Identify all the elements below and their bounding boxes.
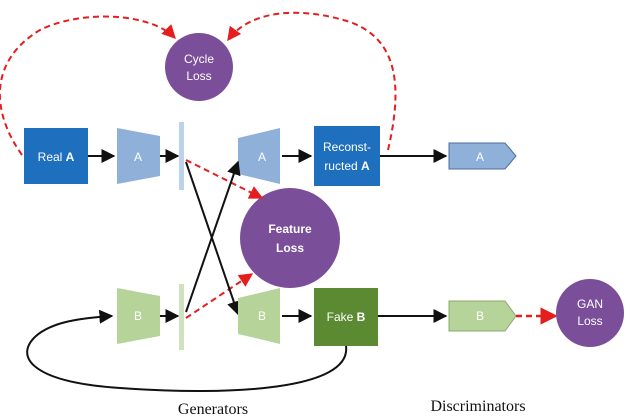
gan-loss-node: GAN Loss	[556, 279, 624, 347]
generator-a-encoder-label: A	[134, 150, 142, 164]
real-a-box: Real A	[24, 128, 88, 184]
real-a-label: Real A	[38, 150, 75, 164]
generator-a-decoder: A	[238, 128, 280, 184]
fake-b-label: Fake B	[327, 310, 366, 324]
generator-b-decoder-label: B	[258, 309, 266, 323]
cycle-loss-node: Cycle Loss	[165, 33, 233, 101]
generators-caption: Generators	[178, 401, 248, 418]
gan-loss-label-2: Loss	[577, 314, 602, 328]
latent-bar-b	[179, 284, 184, 350]
reconstructed-a-label-1: Reconst-	[323, 140, 371, 154]
feature-loss-node: Feature Loss	[240, 188, 340, 288]
discriminator-b-label: B	[476, 309, 484, 323]
reconstructed-a-box: Reconst- ructed A	[314, 126, 380, 186]
loop-fake-b-to-encoder-b	[26, 309, 348, 393]
latent-bar-a	[179, 122, 184, 190]
generator-a-decoder-label: A	[258, 150, 266, 164]
generator-b-encoder-label: B	[134, 309, 142, 323]
feature-link-latent-a	[185, 159, 264, 199]
feature-link-latent-b	[185, 273, 254, 319]
cycle-loss-label-2: Loss	[186, 69, 211, 83]
discriminator-a: A	[448, 142, 517, 170]
feature-loss-label-2: Loss	[276, 241, 304, 255]
feature-loss-label-1: Feature	[268, 222, 312, 236]
discriminator-b: B	[448, 300, 517, 332]
generator-a-encoder: A	[117, 128, 160, 184]
discriminators-caption: Discriminators	[430, 398, 525, 415]
generator-b-decoder: B	[238, 288, 280, 344]
generator-b-encoder: B	[117, 288, 160, 344]
cycle-loss-label-1: Cycle	[184, 52, 214, 66]
fake-b-box: Fake B	[314, 288, 378, 346]
arrow-latent-b-to-decoder-a	[185, 160, 241, 313]
cycle-loss-link-right	[227, 11, 397, 151]
cycle-loss-link-left	[0, 15, 176, 156]
discriminator-a-label: A	[476, 150, 484, 164]
gan-loss-label-1: GAN	[577, 297, 603, 311]
reconstructed-a-label-2: ructed A	[324, 159, 370, 173]
